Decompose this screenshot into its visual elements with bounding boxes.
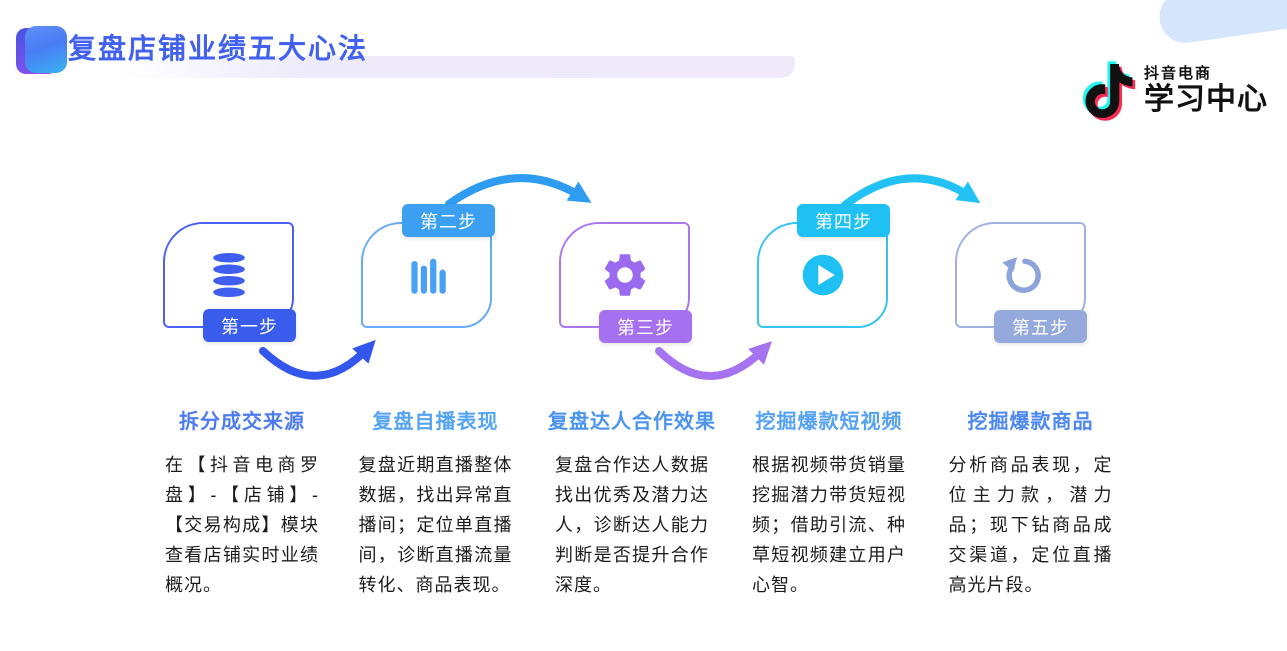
step5-column: 挖掘爆款商品 分析商品表现，定位主力款，潜力品；现下钻商品成交渠道，定位直播高光… <box>938 405 1123 600</box>
five-step-flow-diagram: 第一步 第二步 第三步 第四步 第五步 <box>0 150 1287 410</box>
step4-heading: 挖掘爆款短视频 <box>755 411 903 433</box>
step4-column: 挖掘爆款短视频 根据视频带货销量挖掘潜力带货短视频；借助引流、种草短视频建立用户… <box>740 405 918 600</box>
logo-brand-small: 抖音电商 <box>1144 65 1213 82</box>
step5-heading: 挖掘爆款商品 <box>967 411 1094 433</box>
step3-column: 复盘达人合作效果 复盘合作达人数据找出优秀及潜力达人，诊断达人能力判断是否提升合… <box>538 405 726 600</box>
gear-icon <box>604 254 645 296</box>
step4-description: 根据视频带货销量挖掘潜力带货短视频；借助引流、种草短视频建立用户心智。 <box>752 455 906 595</box>
step4-box <box>757 222 888 328</box>
title-bullet-front-layer <box>25 26 67 73</box>
arrow-step2-to-step3 <box>445 174 592 208</box>
arrow-step4-to-step5 <box>841 174 981 209</box>
step5-description: 分析商品表现，定位主力款，潜力品；现下钻商品成交渠道，定位直播高光片段。 <box>948 455 1113 595</box>
logo-brand-large: 学习中心 <box>1144 83 1268 116</box>
step2-description: 复盘近期直播整体数据，找出异常直播间；定位单直播间，诊断直播流量转化、商品表现。 <box>358 455 513 595</box>
step2-label: 第二步 <box>402 204 495 237</box>
step4-label: 第四步 <box>797 204 890 237</box>
arrow-step1-to-step2 <box>259 339 376 380</box>
step2-heading: 复盘自播表现 <box>372 411 499 433</box>
step3-heading: 复盘达人合作效果 <box>548 411 716 433</box>
step1-column: 拆分成交来源 在【抖音电商罗盘】-【店铺】-【交易构成】模块查看店铺实时业绩概况… <box>152 405 332 600</box>
arrow-step3-to-step4 <box>655 341 772 380</box>
step1-label: 第一步 <box>203 309 296 342</box>
title-highlight-bar <box>118 56 795 78</box>
bar-chart-icon <box>410 258 446 294</box>
logo-text: 抖音电商 学习中心 <box>1144 65 1268 117</box>
step3-description: 复盘合作达人数据找出优秀及潜力达人，诊断达人能力判断是否提升合作深度。 <box>555 455 709 595</box>
step5-label: 第五步 <box>994 310 1087 343</box>
rotate-ccw-icon <box>1001 257 1041 293</box>
step2-column: 复盘自播表现 复盘近期直播整体数据，找出异常直播间；定位单直播间，诊断直播流量转… <box>348 405 523 600</box>
page-title: 复盘店铺业绩五大心法 <box>68 33 369 64</box>
douyin-learning-center-logo: 抖音电商 学习中心 <box>1082 60 1268 122</box>
step1-description: 在【抖音电商罗盘】-【店铺】-【交易构成】模块查看店铺实时业绩概况。 <box>165 455 319 595</box>
flow-arrows <box>259 174 981 380</box>
database-icon <box>212 253 245 297</box>
play-icon <box>802 254 843 296</box>
corner-decoration <box>1156 0 1287 47</box>
step3-label: 第三步 <box>599 310 692 343</box>
title-bullet-icon <box>16 26 68 78</box>
step2-box <box>361 222 492 328</box>
step1-heading: 拆分成交来源 <box>179 411 305 433</box>
douyin-note-icon <box>1082 61 1136 121</box>
